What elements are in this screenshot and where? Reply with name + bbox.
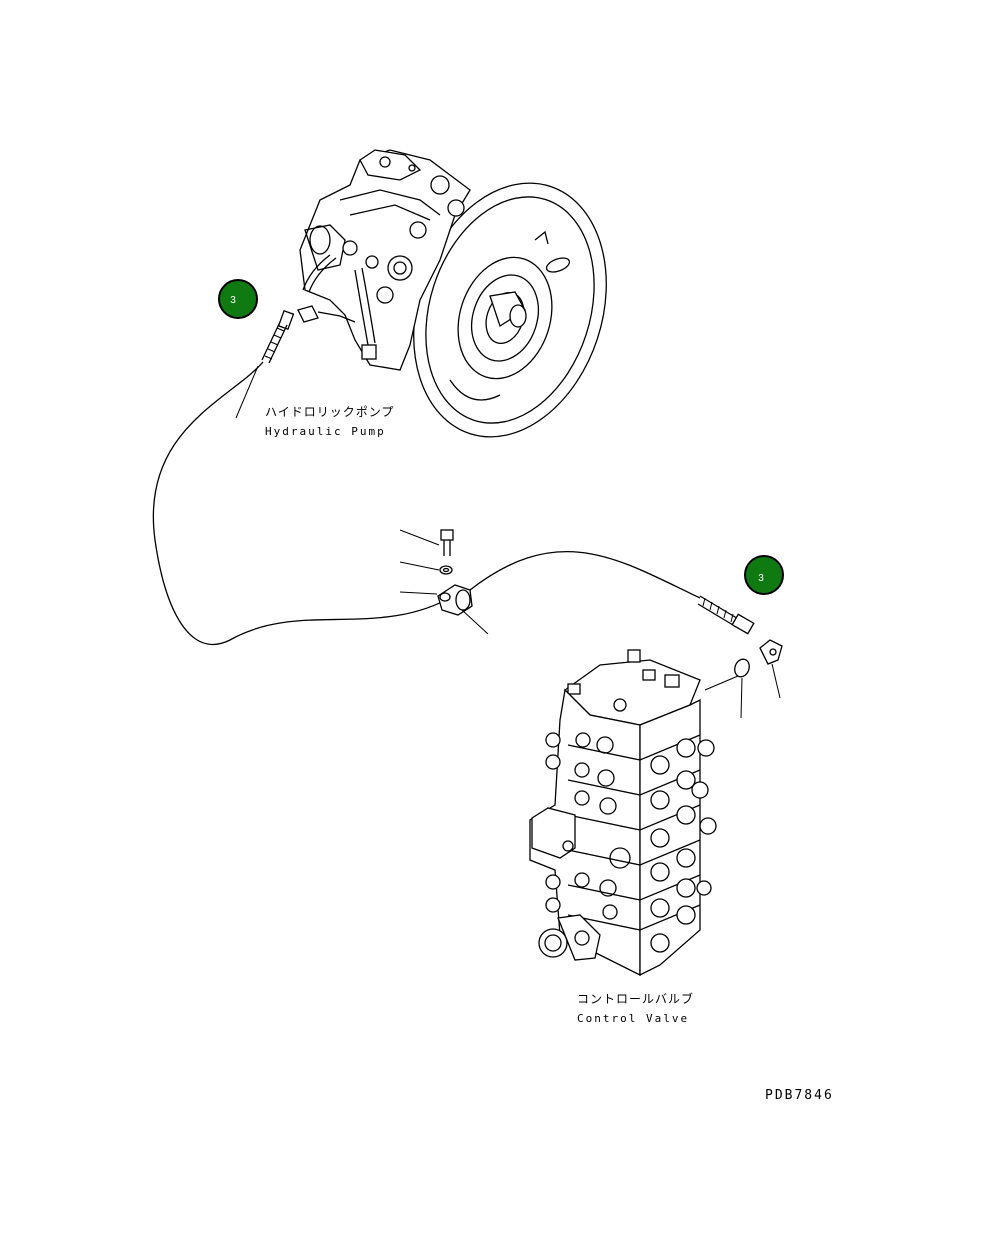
valve-label-jp: コントロールバルブ [577, 991, 694, 1006]
valve-label-en: Control Valve [577, 1012, 689, 1025]
callout-pump-hose-end[interactable]: 3 [218, 279, 259, 419]
control-valve [529, 649, 717, 977]
hydraulic-pump [277, 149, 607, 438]
pump-label-jp: ハイドロリックポンプ [265, 405, 394, 419]
callout-circle[interactable] [744, 555, 784, 595]
callout-number: 3 [230, 295, 236, 306]
clamp-assembly [437, 529, 473, 616]
hose-assembly [152, 321, 783, 678]
drawing-code: PDB7846 [765, 1088, 834, 1103]
callout-circle[interactable] [218, 279, 258, 319]
callout-number: 3 [758, 573, 764, 584]
pump-label-en: Hydraulic Pump [265, 425, 386, 438]
leader-lines [399, 529, 781, 719]
callout-valve-hose-end[interactable]: 3 [744, 555, 784, 595]
